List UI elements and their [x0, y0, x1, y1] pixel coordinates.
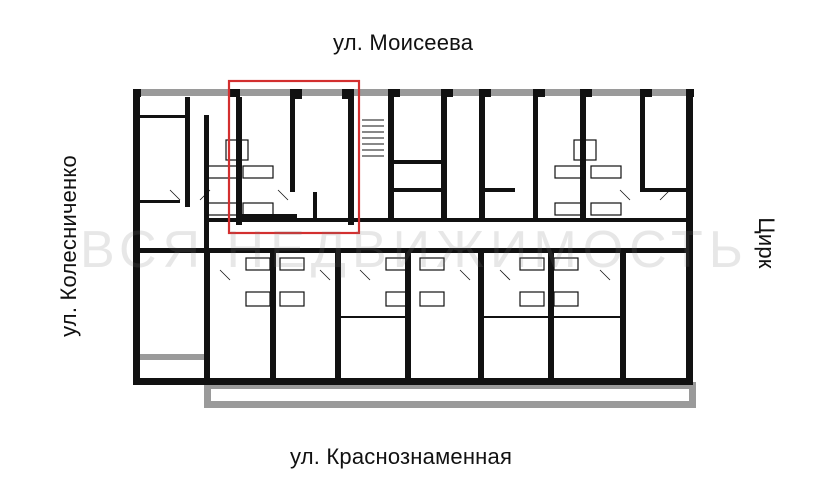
- interior-walls: [140, 97, 686, 383]
- door-swings: [169, 189, 671, 281]
- exterior-walls: [133, 89, 694, 385]
- fixtures: [206, 139, 622, 307]
- staircase: [362, 119, 384, 157]
- selected-apartment-outline[interactable]: [227, 79, 361, 235]
- outer-shading: [136, 89, 696, 408]
- street-label-bottom: ул. Краснознаменная: [290, 444, 513, 469]
- street-label-top: ул. Моисеева: [333, 30, 474, 55]
